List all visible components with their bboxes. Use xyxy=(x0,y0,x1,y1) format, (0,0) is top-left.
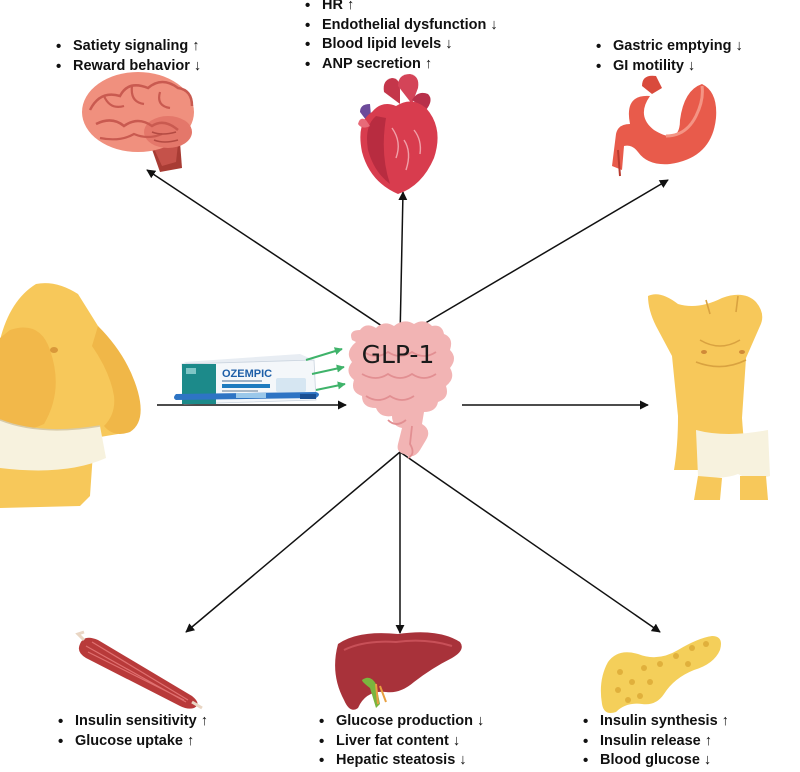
ozempic-box-icon: OZEMPIC xyxy=(174,354,319,405)
stomach-effects: Gastric emptying ↓ GI motility ↓ xyxy=(594,37,743,76)
effect-item: Gastric emptying ↓ xyxy=(594,37,743,57)
effect-item: Hepatic steatosis ↓ xyxy=(317,751,484,771)
heart-effects: HR ↑ Endothelial dysfunction ↓ Blood lip… xyxy=(303,0,498,74)
drug-arrows xyxy=(305,347,346,391)
brain-icon xyxy=(82,72,194,172)
intestine-icon xyxy=(348,321,454,459)
effect-item: Blood glucose ↓ xyxy=(581,751,729,771)
effect-item: Satiety signaling ↑ xyxy=(54,37,201,57)
arrow-to-stomach xyxy=(399,179,669,339)
obese-figure-icon xyxy=(0,283,141,508)
muscle-effects: Insulin sensitivity ↑ Glucose uptake ↑ xyxy=(56,712,208,751)
lean-figure-icon xyxy=(648,294,770,500)
effect-item: HR ↑ xyxy=(303,0,498,16)
arrow-to-pancreas xyxy=(399,451,661,633)
pancreas-icon xyxy=(600,636,721,713)
effect-item: Blood lipid levels ↓ xyxy=(303,35,498,55)
effect-item: Insulin sensitivity ↑ xyxy=(56,712,208,732)
drug-arrow-3 xyxy=(315,381,346,391)
effect-item: Glucose production ↓ xyxy=(317,712,484,732)
effect-item: Insulin synthesis ↑ xyxy=(581,712,729,732)
stomach-icon xyxy=(612,75,717,177)
liver-icon xyxy=(335,632,462,710)
glp1-label: GLP-1 xyxy=(362,340,435,369)
effect-item: Insulin release ↑ xyxy=(581,732,729,752)
effect-item: ANP secretion ↑ xyxy=(303,55,498,75)
effect-item: Endothelial dysfunction ↓ xyxy=(303,16,498,36)
muscle-icon xyxy=(75,630,203,710)
heart-icon xyxy=(358,74,438,194)
brain-effects: Satiety signaling ↑ Reward behavior ↓ xyxy=(54,37,201,76)
effect-item: Glucose uptake ↑ xyxy=(56,732,208,752)
drug-box-brand: OZEMPIC xyxy=(222,368,272,380)
arrow-to-muscle xyxy=(185,451,401,633)
liver-effects: Glucose production ↓ Liver fat content ↓… xyxy=(317,712,484,771)
effect-item: Reward behavior ↓ xyxy=(54,57,201,77)
effect-item: GI motility ↓ xyxy=(594,57,743,77)
arrow-to-heart xyxy=(398,191,408,339)
pancreas-effects: Insulin synthesis ↑ Insulin release ↑ Bl… xyxy=(581,712,729,771)
arrows xyxy=(146,169,669,634)
effect-item: Liver fat content ↓ xyxy=(317,732,484,752)
arrow-to-brain xyxy=(146,169,401,339)
drug-arrow-2 xyxy=(311,364,345,375)
drug-arrow-1 xyxy=(305,347,343,361)
